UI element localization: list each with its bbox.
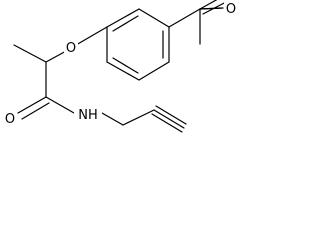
atom-labels: O O O NH [3,0,238,127]
amide-double-bond [21,102,50,120]
ether-oxygen-bg [64,39,78,55]
amide-nitrogen-label: NH [78,108,98,123]
carbonyl-oxygen-label: O [5,112,15,127]
side-chain [13,26,187,133]
ring-bond [138,8,170,28]
amide-double-bond [17,96,47,114]
ketone-oxygen-bg [224,0,238,16]
ketone-o-bond [199,7,222,10]
ketone-double-bond [199,0,218,10]
ketone-oxygen-label: O [226,2,236,17]
ring-bond [138,61,170,81]
ring-double-bond [112,15,139,32]
ring-bond [106,61,140,81]
methyl-bond [13,44,47,63]
chemical-structure-diagram: O O O NH [3,0,238,133]
aryl-carbonyl-bond [168,8,201,28]
ring-double-bond [112,57,139,74]
triple-bond [155,105,187,125]
amide-nitrogen-bg [74,106,102,122]
triple-bond [151,113,183,133]
ring-bond [106,8,140,28]
amide-cn-bond [45,96,75,114]
ether-oxygen-label: O [66,41,76,56]
aryl-ether-bond [75,26,108,46]
benzene-ring [106,8,170,81]
acetyl-group [168,0,231,45]
triple-bond [153,109,185,129]
n-ch2-bond [101,112,124,126]
ch2-alkyne-bond [122,109,155,126]
carbonyl-oxygen-bg [3,110,17,126]
